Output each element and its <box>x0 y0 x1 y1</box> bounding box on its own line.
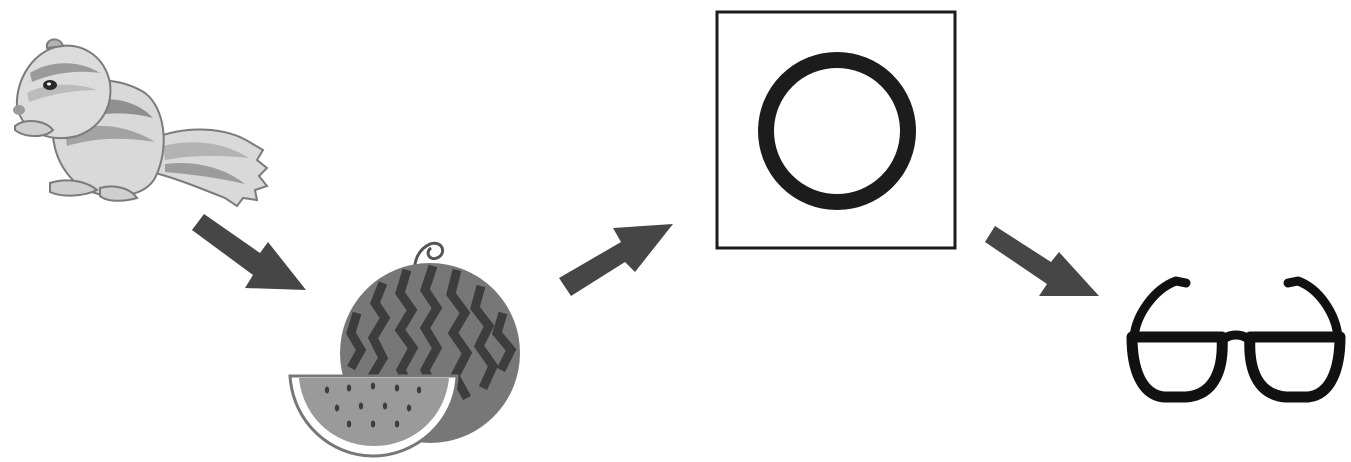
circle-in-square-icon <box>715 10 959 252</box>
arrow-down-right-icon <box>983 222 1103 300</box>
eyeglasses-icon <box>1124 275 1349 405</box>
arrow-down-right-icon <box>190 208 310 293</box>
arrow-up-right-icon <box>555 220 677 300</box>
watermelon-icon <box>285 218 525 460</box>
chipmunk-icon <box>5 38 275 210</box>
